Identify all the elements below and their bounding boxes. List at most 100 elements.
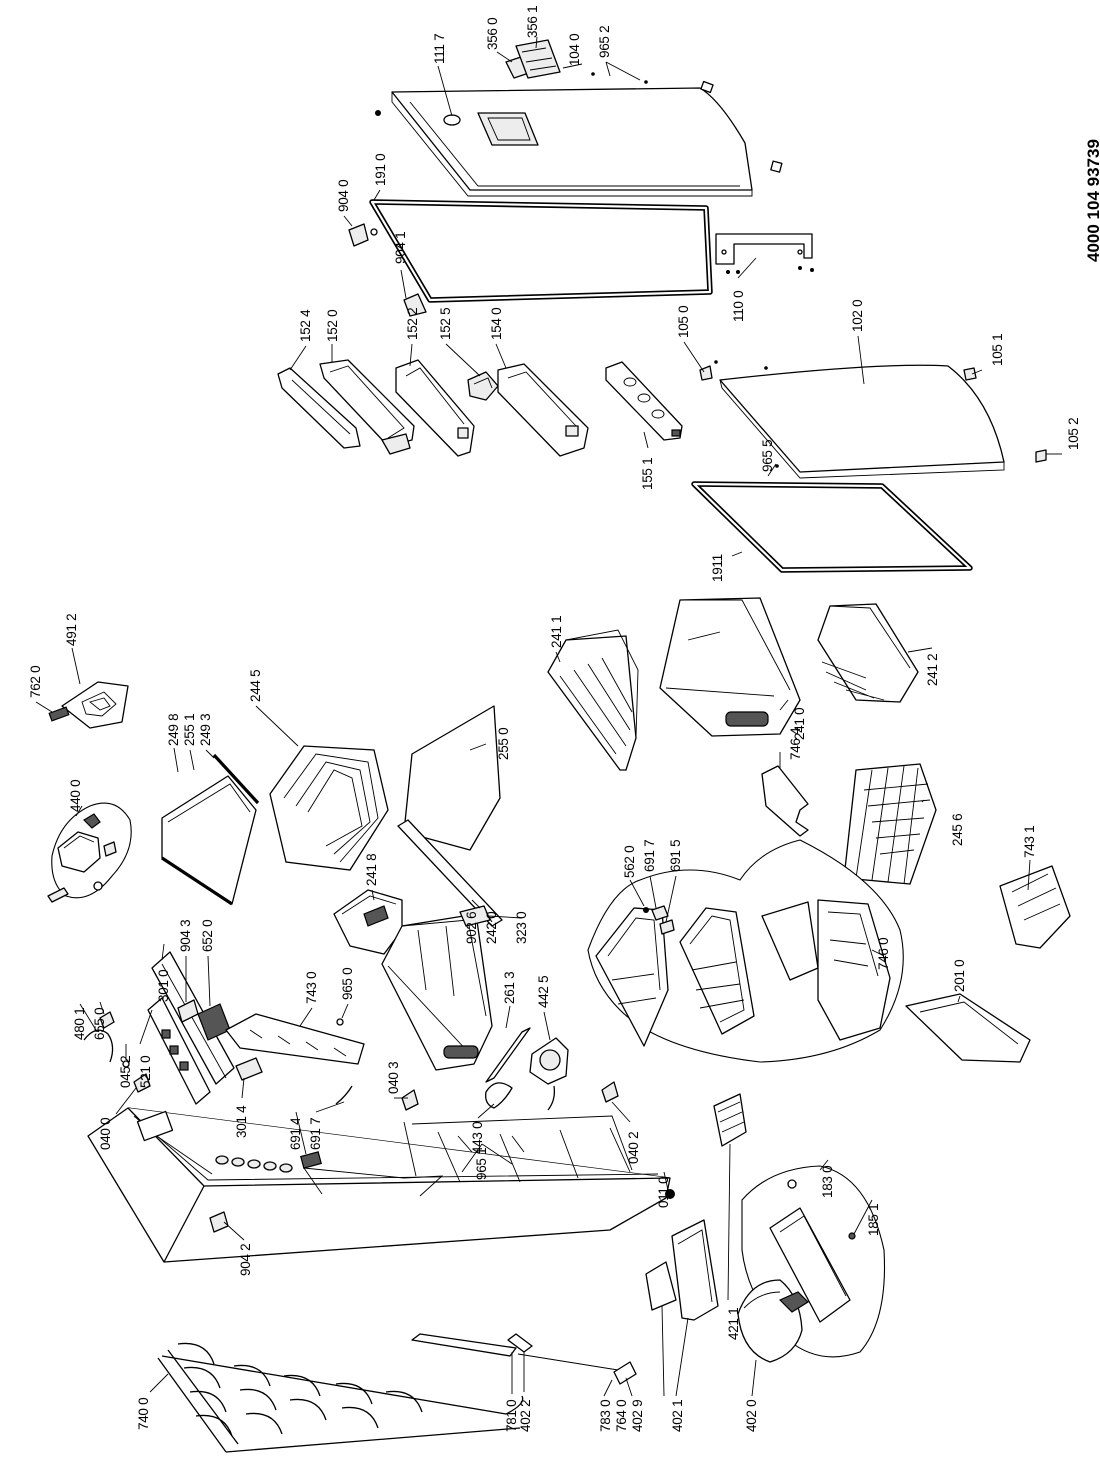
label-443-0: 443 0 bbox=[470, 1122, 485, 1154]
label-746-0: 746 0 bbox=[876, 938, 891, 970]
screw-965-5 bbox=[775, 464, 779, 468]
callout-labels: 111 7 356 0 356 1 104 0 965 2 191 0 904 … bbox=[28, 6, 1081, 1432]
lower-door-102-0 bbox=[699, 360, 1047, 479]
control-panel-301-0 bbox=[151, 951, 235, 1085]
upper-door-104-0 bbox=[375, 80, 783, 197]
label-746-4: 746 4 bbox=[788, 727, 803, 760]
label-480-1: 480 1 bbox=[72, 1008, 87, 1040]
label-691-5: 691 5 bbox=[668, 840, 683, 872]
label-152-5: 152 5 bbox=[438, 308, 453, 340]
evaporator-coil bbox=[679, 907, 755, 1035]
label-965-0: 965 0 bbox=[340, 968, 355, 1000]
part-185-1 bbox=[848, 1232, 856, 1240]
part-691-7a bbox=[651, 905, 669, 921]
label-301-0: 301 0 bbox=[156, 970, 171, 1002]
bracket-402-1 bbox=[671, 1219, 719, 1321]
label-652-0: 652 0 bbox=[200, 920, 215, 952]
drawer-241-1 bbox=[547, 629, 639, 771]
rail-746-4 bbox=[761, 765, 809, 837]
thermostat-521-0 bbox=[147, 997, 211, 1105]
label-261-3: 261 3 bbox=[502, 972, 517, 1004]
label-491-2: 491 2 bbox=[64, 614, 79, 646]
label-255-1: 255 1 bbox=[182, 714, 197, 746]
label-244-5: 244 5 bbox=[248, 670, 263, 702]
label-155-1: 155 1 bbox=[640, 458, 655, 490]
label-764-0: 764 0 bbox=[614, 1400, 629, 1432]
label-105-1: 105 1 bbox=[990, 334, 1005, 366]
lower-gasket-1911 bbox=[691, 481, 973, 573]
pipe-783-0 bbox=[517, 1353, 619, 1371]
part-040-0 bbox=[133, 1073, 151, 1093]
fan-blade-443-0 bbox=[485, 1082, 513, 1109]
label-904-2: 904 2 bbox=[238, 1244, 253, 1276]
label-783-0: 783 0 bbox=[598, 1400, 613, 1432]
label-655-0: 655 0 bbox=[92, 1008, 107, 1040]
part-904-1b bbox=[403, 293, 427, 317]
label-241-1: 241 1 bbox=[549, 616, 564, 648]
part-562-0 bbox=[643, 907, 649, 913]
duct-743-0 bbox=[225, 1013, 365, 1065]
fan-cover bbox=[817, 899, 891, 1041]
label-521-0: 521 0 bbox=[138, 1056, 153, 1088]
label-154-0: 154 0 bbox=[489, 308, 504, 340]
label-241-2: 241 2 bbox=[925, 654, 940, 686]
label-152-0: 152 0 bbox=[325, 310, 340, 342]
part-904-0 bbox=[348, 223, 369, 247]
foot-011-0 bbox=[665, 1189, 675, 1199]
label-191-0: 191 0 bbox=[373, 154, 388, 186]
wire-480-1 bbox=[83, 1029, 114, 1063]
glass-shelf-255-1 bbox=[161, 775, 257, 906]
part-691-4 bbox=[300, 1151, 322, 1169]
plate-201-0 bbox=[905, 993, 1031, 1063]
part-402-9 bbox=[645, 1261, 677, 1311]
glass-shelf-255-0 bbox=[403, 705, 501, 851]
label-255-0: 255 0 bbox=[496, 728, 511, 760]
label-040-2: 040 2 bbox=[626, 1132, 641, 1164]
label-104-0: 104 0 bbox=[567, 34, 582, 66]
lamp-assembly-440-0 bbox=[47, 802, 132, 903]
label-249-3: 249 3 bbox=[198, 714, 213, 746]
shelf-152-0 bbox=[319, 359, 415, 455]
label-301-4: 301 4 bbox=[234, 1105, 249, 1138]
label-241-0: 241 0 bbox=[792, 708, 807, 740]
label-185-1: 185 1 bbox=[866, 1204, 881, 1236]
label-965-2: 965 2 bbox=[597, 26, 612, 58]
label-152-4: 152 4 bbox=[298, 309, 313, 342]
part-040-3 bbox=[401, 1089, 419, 1111]
compressor-402-0 bbox=[737, 1279, 809, 1363]
label-045-2: 045 2 bbox=[118, 1056, 133, 1088]
condenser-740-0 bbox=[157, 1342, 524, 1453]
screw-965-2a bbox=[591, 72, 595, 76]
part-045-2 bbox=[122, 1060, 130, 1068]
part-152-5 bbox=[467, 371, 499, 401]
hinge-105-2 bbox=[1035, 449, 1047, 463]
fan-442-5 bbox=[529, 1037, 569, 1111]
label-1911: 1911 bbox=[710, 554, 725, 582]
relay-box-421-1 bbox=[713, 1093, 747, 1147]
label-242-0: 242 0 bbox=[484, 912, 499, 944]
part-762-0 bbox=[48, 706, 70, 722]
label-743-0: 743 0 bbox=[304, 972, 319, 1004]
shelf-154-0 bbox=[497, 363, 589, 457]
trim-249-3 bbox=[212, 753, 260, 805]
label-691-4: 691 4 bbox=[288, 1117, 303, 1150]
label-691-7a: 691 7 bbox=[642, 840, 657, 872]
label-111-7: 111 7 bbox=[432, 34, 447, 64]
wire-shelf-245-6 bbox=[843, 763, 937, 885]
leader-lines bbox=[35, 36, 1062, 1397]
label-201-0: 201 0 bbox=[952, 960, 967, 992]
drawer-241-0 bbox=[659, 597, 801, 737]
shelf-152-4 bbox=[277, 367, 361, 449]
screw-904-1 bbox=[370, 228, 378, 236]
label-740-0: 740 0 bbox=[136, 1398, 151, 1430]
label-402-2: 402 2 bbox=[518, 1400, 533, 1432]
part-356-1 bbox=[515, 39, 561, 79]
document-code: 4000 104 93739 bbox=[1084, 139, 1100, 262]
label-762-0: 762 0 bbox=[28, 666, 43, 698]
label-965-1: 965 1 bbox=[474, 1148, 489, 1180]
shelf-155-1 bbox=[605, 361, 683, 441]
profile-902-6 bbox=[397, 819, 503, 927]
part-402-2 bbox=[507, 1333, 533, 1353]
label-965-5: 965 5 bbox=[760, 440, 775, 472]
part-764-0 bbox=[613, 1361, 637, 1385]
